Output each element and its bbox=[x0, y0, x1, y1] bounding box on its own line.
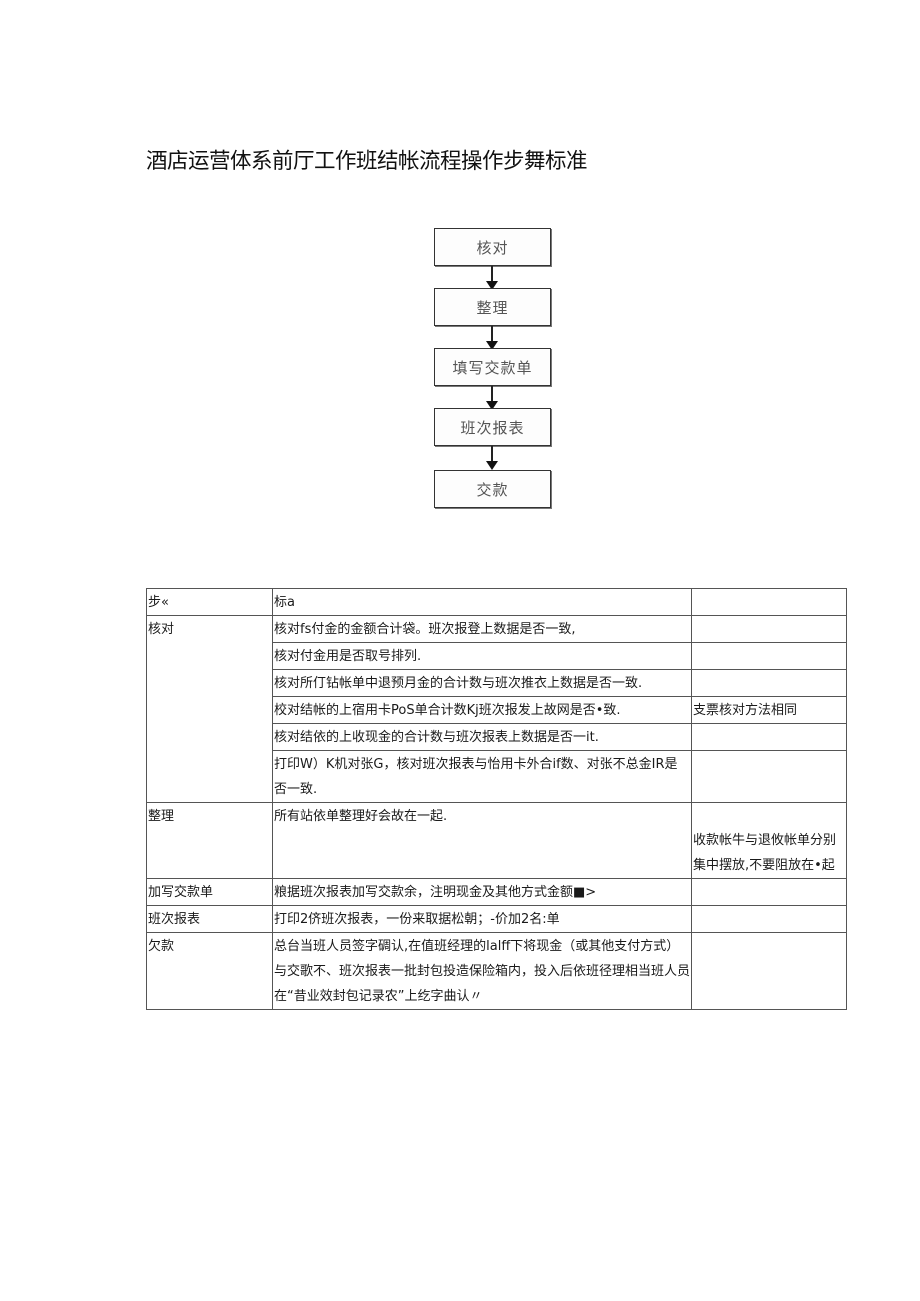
standard-cell: 粮据班次报表加写交款余，注明现金及其他方式金额■> bbox=[272, 878, 692, 906]
header-step: 步« bbox=[146, 588, 273, 616]
note-cell bbox=[691, 750, 847, 803]
note-cell bbox=[691, 669, 847, 697]
table-row: 核对结依的上收现金的合计数与班次报表上数据是否一it. bbox=[147, 723, 847, 751]
flow-arrow-icon bbox=[486, 326, 498, 350]
header-note bbox=[691, 588, 847, 616]
table-header-row: 步« 标a bbox=[146, 588, 847, 616]
table-row: 整理 所有站依单整理好会故在一起. 收款帐牛与退攸帐单分别集中摆放,不要阻放在•… bbox=[146, 802, 847, 879]
flow-step-fill-payment-slip: 填写交款单 bbox=[434, 348, 551, 386]
flow-arrow-icon bbox=[486, 266, 498, 290]
table-row: 班次报表 打印2侪班次报表，一份来取据松朝；-价加2名:单 bbox=[146, 905, 847, 933]
step-cell: 欠款 bbox=[146, 932, 273, 1010]
standard-cell: 核对所仃钻帐单中退预月金的合计数与班次推衣上数据是否一致. bbox=[272, 669, 692, 697]
standard-cell: 总台当班人员签字碉认,在值班经理的lalff下将现金（或其他支付方式）与交歌不、… bbox=[272, 932, 692, 1010]
note-cell bbox=[691, 642, 847, 670]
flow-arrow-icon bbox=[486, 386, 498, 410]
note-cell: 支票核对方法相同 bbox=[691, 696, 847, 724]
standard-cell: 校对结帐的上宿用卡PoS单合计数Kj班次报发上故网是否•致. bbox=[272, 696, 692, 724]
table-row: 核对 核对fs付金的金额合计袋。班次报登上数据是否一致, bbox=[146, 615, 847, 803]
header-standard: 标a bbox=[272, 588, 692, 616]
standard-cell: 打印W）K机对张G，核对班次报表与怡用卡外合if数、对张不总金IR是否一致. bbox=[272, 750, 692, 803]
standard-cell: 打印2侪班次报表，一份来取据松朝；-价加2名:单 bbox=[272, 905, 692, 933]
document-title: 酒店运营体系前厅工作班结帐流程操作步舞标准 bbox=[146, 149, 588, 174]
table-row: 打印W）K机对张G，核对班次报表与怡用卡外合if数、对张不总金IR是否一致. bbox=[147, 750, 847, 803]
standards-table: 步« 标a 核对 核对fs付金的金额合计袋。班次报登上数据是否一致, 核对付金用… bbox=[146, 588, 847, 1010]
note-cell bbox=[691, 905, 847, 933]
note-cell bbox=[691, 878, 847, 906]
flow-arrow-icon bbox=[486, 446, 498, 470]
standard-cell: 核对结依的上收现金的合计数与班次报表上数据是否一it. bbox=[272, 723, 692, 751]
flow-step-organize: 整理 bbox=[434, 288, 551, 326]
step-cell: 核对 bbox=[146, 615, 273, 803]
flow-step-shift-report: 班次报表 bbox=[434, 408, 551, 446]
step-cell: 整理 bbox=[146, 802, 273, 879]
note-cell: 收款帐牛与退攸帐单分别集中摆放,不要阻放在•起 bbox=[691, 802, 847, 879]
standard-cell: 核对fs付金的金额合计袋。班次报登上数据是否一致, bbox=[272, 615, 692, 643]
standard-cell: 核对付金用是否取号排列. bbox=[272, 642, 692, 670]
table-row: 欠款 总台当班人员签字碉认,在值班经理的lalff下将现金（或其他支付方式）与交… bbox=[146, 932, 847, 1010]
note-cell bbox=[691, 723, 847, 751]
table-row: 核对所仃钻帐单中退预月金的合计数与班次推衣上数据是否一致. bbox=[147, 669, 847, 697]
flow-step-verify: 核对 bbox=[434, 228, 551, 266]
table-row: 加写交款单 粮据班次报表加写交款余，注明现金及其他方式金额■> bbox=[146, 878, 847, 906]
note-cell bbox=[691, 615, 847, 643]
note-cell bbox=[691, 932, 847, 1010]
flow-step-payment: 交款 bbox=[434, 470, 551, 508]
standard-cell: 所有站依单整理好会故在一起. bbox=[272, 802, 692, 879]
step-cell: 加写交款单 bbox=[146, 878, 273, 906]
step-cell: 班次报表 bbox=[146, 905, 273, 933]
